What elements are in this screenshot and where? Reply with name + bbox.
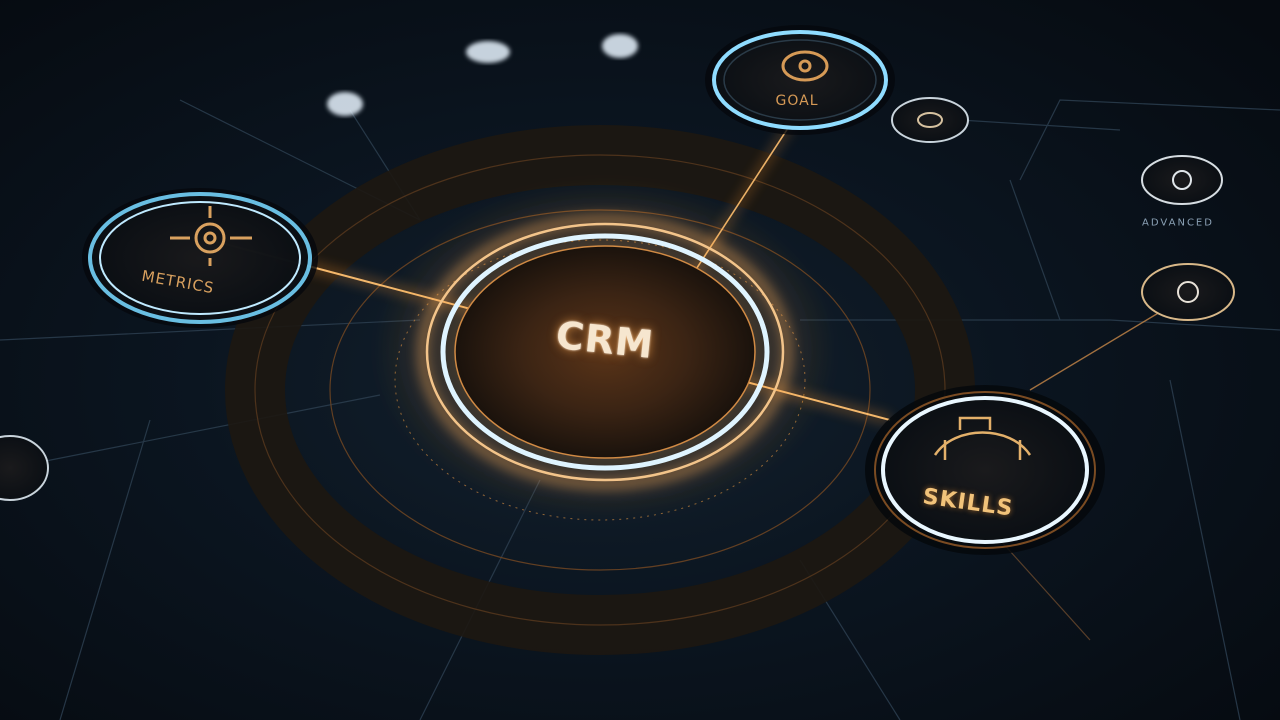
skills-node <box>865 385 1105 555</box>
small-node-3 <box>1141 263 1235 321</box>
small-node-1 <box>891 97 969 143</box>
skills-icon <box>933 416 1032 460</box>
small-node-label: ADVANCED <box>1142 217 1214 229</box>
small-node-2 <box>1141 155 1223 205</box>
bokeh-lights <box>327 34 638 116</box>
target-icon <box>781 50 829 82</box>
small-node-left <box>0 435 49 501</box>
metrics-node <box>82 188 318 328</box>
top-node <box>705 25 895 135</box>
gear-icon <box>170 206 252 266</box>
top-node-label: GOAL <box>775 93 819 109</box>
crm-core-node <box>418 215 792 489</box>
